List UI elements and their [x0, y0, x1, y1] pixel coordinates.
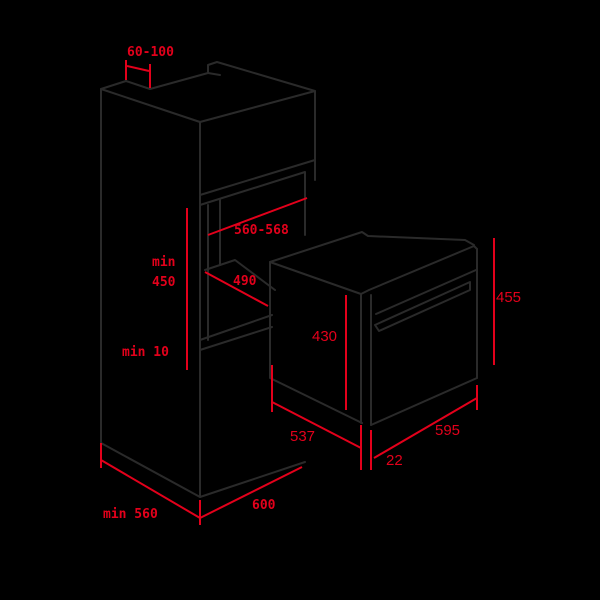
label-oven-front-height: 455	[496, 289, 521, 306]
label-cabinet-width: min 560	[103, 507, 158, 522]
label-shelf-gap: min 10	[122, 345, 169, 360]
label-cabinet-depth: 600	[252, 498, 276, 513]
label-ventilation-gap: 60-100	[127, 45, 174, 60]
cabinet-outline	[100, 61, 316, 498]
dimension-lines	[100, 60, 495, 525]
label-niche-height-min-value: 450	[152, 275, 176, 290]
label-niche-depth: 490	[233, 274, 257, 289]
label-oven-body-height: 430	[312, 328, 337, 345]
label-oven-front-width: 595	[435, 422, 460, 439]
label-niche-height-min-word: min	[152, 255, 175, 270]
oven-outline	[269, 231, 478, 426]
label-oven-body-depth: 537	[290, 428, 315, 445]
label-front-thickness: 22	[386, 452, 403, 469]
label-niche-width: 560-568	[234, 223, 289, 238]
